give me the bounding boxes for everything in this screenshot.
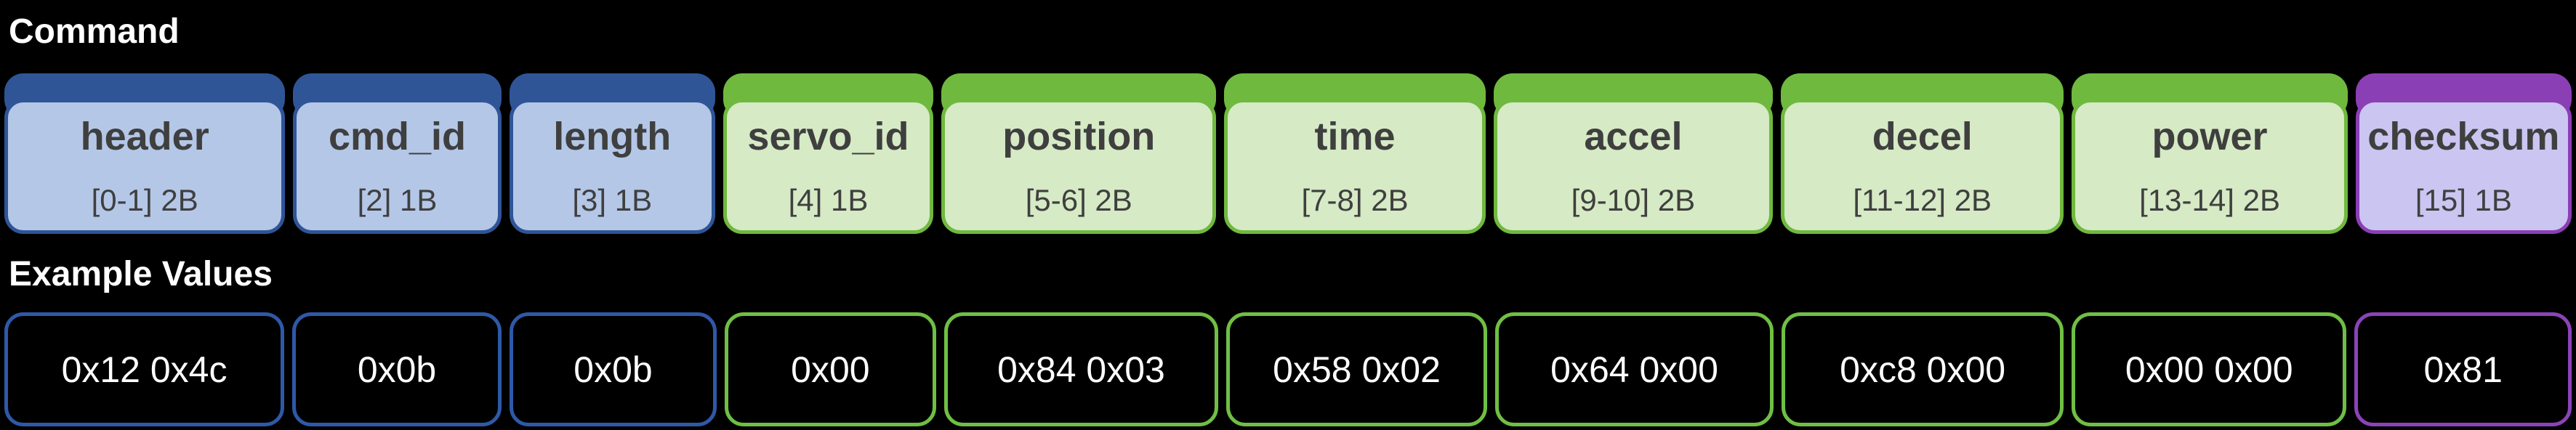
value-box-length: 0x0b	[509, 312, 717, 426]
field-byte-range: [0-1] 2B	[91, 183, 198, 217]
field-body: accel [9-10] 2B	[1493, 99, 1774, 234]
field-byte-range: [7-8] 2B	[1301, 183, 1409, 217]
field-body: cmd_id [2] 1B	[293, 99, 502, 234]
value-box-accel: 0x64 0x00	[1494, 312, 1774, 426]
example-values-title: Example Values	[9, 255, 273, 293]
field-name: servo_id	[747, 115, 909, 158]
value-box-time: 0x58 0x02	[1226, 312, 1487, 426]
field-byte-range: [2] 1B	[357, 183, 438, 217]
field-decel: decel [11-12] 2B	[1781, 73, 2064, 234]
field-byte-range: [4] 1B	[788, 183, 869, 217]
field-name: header	[80, 115, 209, 158]
field-accel: accel [9-10] 2B	[1493, 73, 1774, 234]
value-label: 0x00	[791, 349, 870, 390]
field-body: time [7-8] 2B	[1224, 99, 1486, 234]
field-position: position [5-6] 2B	[941, 73, 1217, 234]
field-body: decel [11-12] 2B	[1781, 99, 2064, 234]
field-body: length [3] 1B	[509, 99, 715, 234]
field-name: position	[1002, 115, 1156, 158]
value-box-decel: 0xc8 0x00	[1782, 312, 2064, 426]
value-label: 0xc8 0x00	[1840, 349, 2006, 390]
value-box-header: 0x12 0x4c	[4, 312, 285, 426]
field-byte-range: [13-14] 2B	[2139, 183, 2280, 217]
value-box-position: 0x84 0x03	[943, 312, 1219, 426]
value-box-cmd_id: 0x0b	[292, 312, 502, 426]
command-title: Command	[9, 12, 180, 51]
field-length: length [3] 1B	[509, 73, 715, 234]
field-byte-range: [9-10] 2B	[1571, 183, 1696, 217]
field-body: servo_id [4] 1B	[723, 99, 934, 234]
field-servo_id: servo_id [4] 1B	[723, 73, 934, 234]
field-power: power [13-14] 2B	[2072, 73, 2348, 234]
value-label: 0x64 0x00	[1550, 349, 1718, 390]
value-label: 0x81	[2423, 349, 2503, 390]
value-label: 0x84 0x03	[997, 349, 1165, 390]
field-name: checksum	[2367, 115, 2560, 158]
field-checksum: checksum [15] 1B	[2355, 73, 2572, 234]
field-header: header [0-1] 2B	[4, 73, 286, 234]
value-label: 0x00 0x00	[2125, 349, 2293, 390]
command-structure-row: header [0-1] 2B cmd_id [2] 1B length [3] 1B se…	[4, 73, 2572, 234]
field-byte-range: [5-6] 2B	[1025, 183, 1132, 217]
field-name: time	[1314, 115, 1396, 158]
field-body: checksum [15] 1B	[2355, 99, 2572, 234]
field-cmd_id: cmd_id [2] 1B	[293, 73, 502, 234]
value-label: 0x0b	[573, 349, 653, 390]
field-byte-range: [15] 1B	[2415, 183, 2512, 217]
field-time: time [7-8] 2B	[1224, 73, 1486, 234]
field-byte-range: [11-12] 2B	[1853, 183, 1992, 217]
value-box-power: 0x00 0x00	[2072, 312, 2347, 426]
field-byte-range: [3] 1B	[572, 183, 653, 217]
field-name: decel	[1872, 115, 1973, 158]
field-name: power	[2152, 115, 2268, 158]
field-name: cmd_id	[328, 115, 466, 158]
field-body: power [13-14] 2B	[2072, 99, 2348, 234]
field-name: accel	[1584, 115, 1683, 158]
value-label: 0x12 0x4c	[61, 349, 228, 390]
field-body: header [0-1] 2B	[4, 99, 286, 234]
value-box-servo_id: 0x00	[724, 312, 936, 426]
value-box-checksum: 0x81	[2354, 312, 2572, 426]
field-body: position [5-6] 2B	[941, 99, 1217, 234]
field-name: length	[553, 115, 672, 158]
example-values-row: 0x12 0x4c 0x0b 0x0b 0x00 0x84 0x03 0x58 0x02 0…	[4, 312, 2572, 426]
value-label: 0x58 0x02	[1273, 349, 1441, 390]
value-label: 0x0b	[357, 349, 437, 390]
